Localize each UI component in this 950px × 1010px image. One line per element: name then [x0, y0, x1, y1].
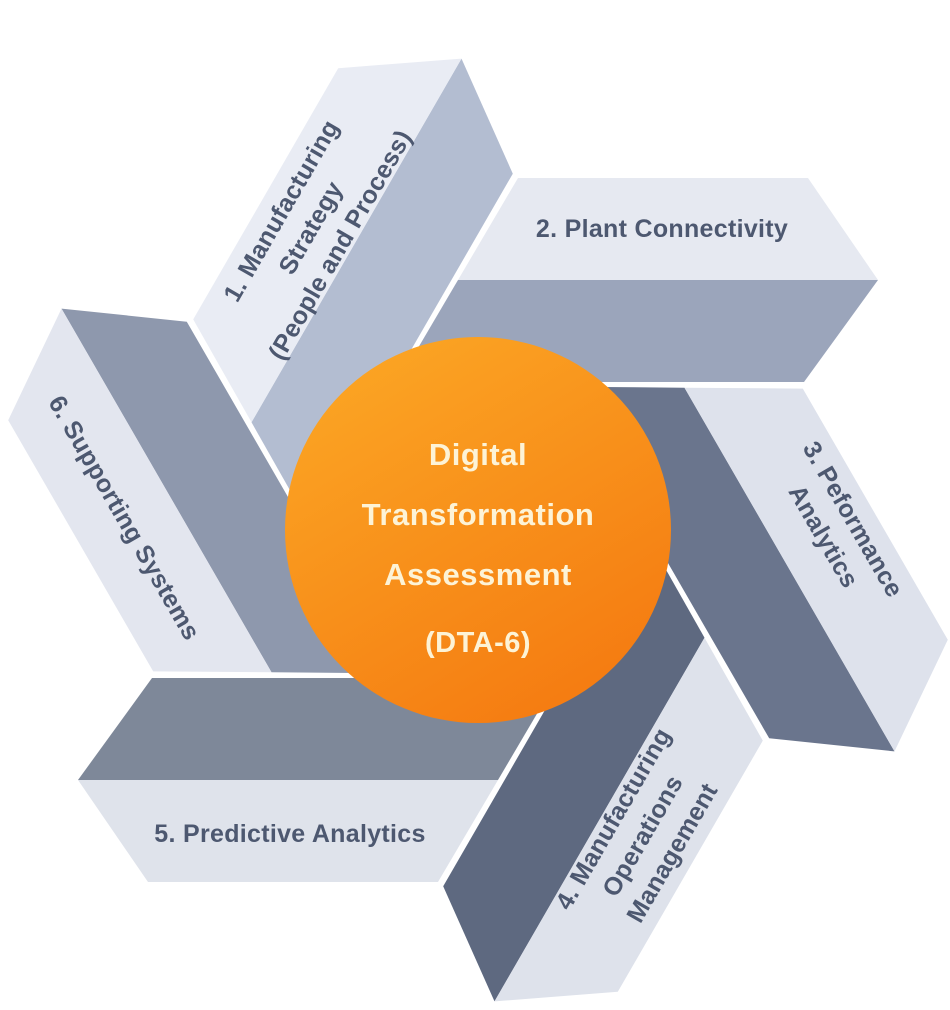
- arm-6-top-face: [8, 308, 272, 673]
- arm-2-label-line-1: 2. Plant Connectivity: [535, 215, 789, 243]
- center-circle: [285, 337, 671, 723]
- arm-2-label: 2. Plant Connectivity: [536, 212, 788, 246]
- center-label-line-3: Assessment: [384, 557, 572, 592]
- center-label-line-4: (DTA-6): [424, 627, 532, 659]
- arm-2-top-face: [458, 178, 878, 280]
- arm-1-side-face: [251, 58, 513, 526]
- center-label-line-2: Transformation: [361, 497, 595, 532]
- arm-1-top-face: [193, 58, 462, 423]
- center-label-line-1: Digital: [428, 437, 528, 472]
- arm-4-top-face: [494, 637, 763, 1002]
- arm-3-top-face: [684, 387, 948, 752]
- center-circle-label: Digital Transformation Assessment (DTA-6…: [362, 425, 595, 673]
- arm-5-top-face: [78, 780, 498, 882]
- arm-5-label-line-1: 5. Predictive Analytics: [154, 820, 426, 848]
- arm-5-label: 5. Predictive Analytics: [154, 817, 425, 851]
- arm-4-side-face: [443, 534, 705, 1002]
